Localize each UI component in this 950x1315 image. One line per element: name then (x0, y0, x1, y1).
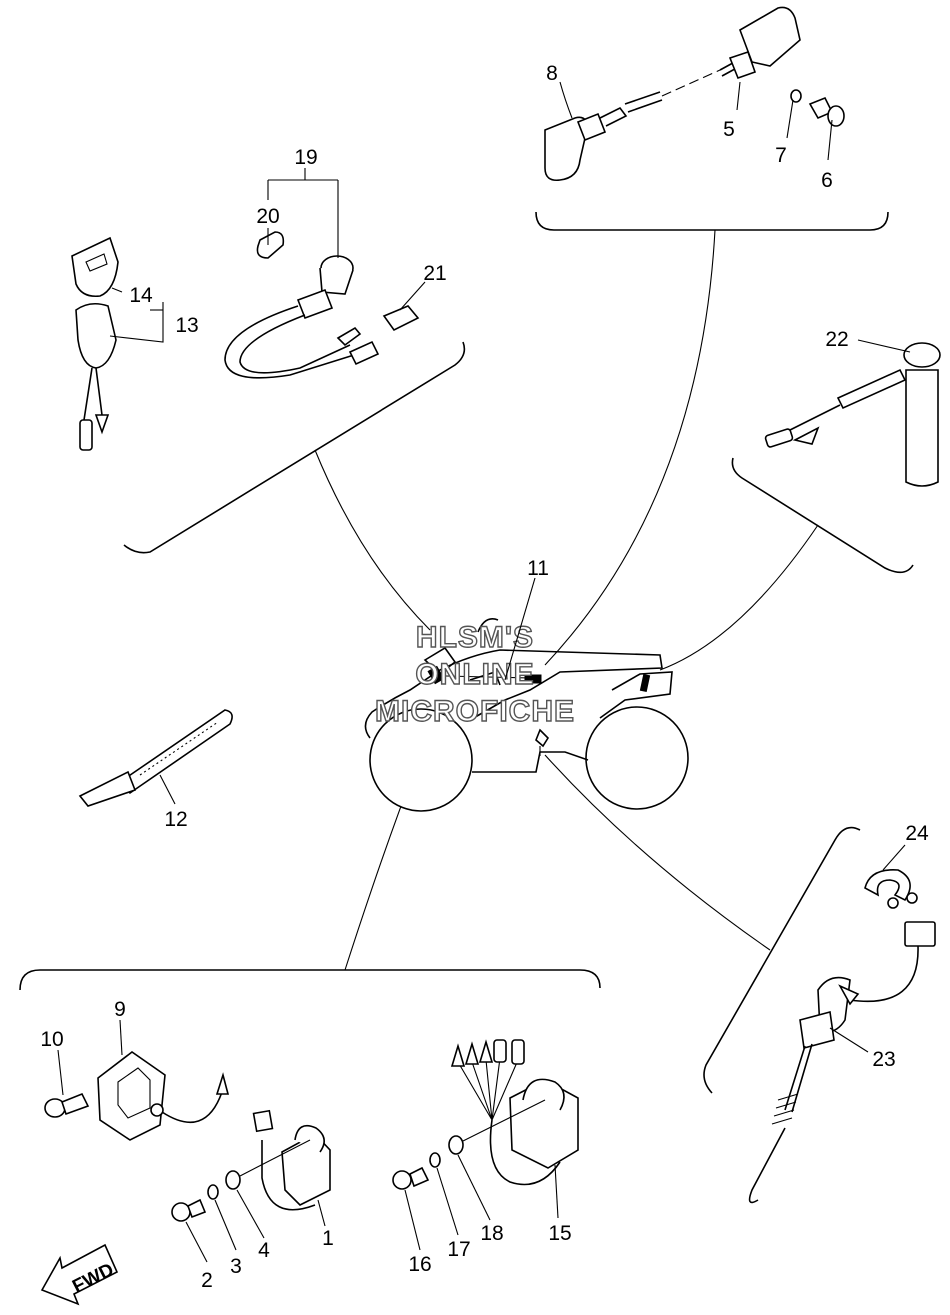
part-ignition-lead (224, 231, 420, 379)
callout-13: 13 (175, 314, 198, 337)
bracket-lower-right (703, 826, 861, 1094)
callout-23: 23 (872, 1048, 895, 1071)
callout-9: 9 (114, 998, 126, 1021)
callout-8: 8 (546, 62, 558, 85)
callout-14: 14 (129, 284, 153, 307)
callout-19: 19 (294, 146, 317, 169)
callout-11: 11 (527, 557, 549, 580)
part-throttle-cable-assembly (544, 6, 845, 182)
callout-18: 18 (480, 1222, 503, 1245)
part-cable-tie (78, 709, 233, 807)
part-cdi-unit (392, 1039, 579, 1190)
callout-7: 7 (775, 144, 787, 167)
leader-top-right (544, 229, 716, 666)
callout-2: 2 (201, 1269, 213, 1292)
part-brake-switch (748, 869, 936, 1204)
callout-22: 22 (825, 328, 848, 351)
part-ignition-coil (171, 1109, 331, 1222)
callout-labels: 1 2 3 4 5 6 7 8 9 10 11 12 13 14 15 16 1… (40, 62, 929, 1292)
callout-6: 6 (821, 169, 833, 192)
callout-leaders (57, 81, 911, 1263)
leader-lower-right (544, 754, 771, 951)
callout-21: 21 (423, 262, 446, 285)
bracket-upper-left (123, 341, 466, 554)
watermark-line-1: HLSM'S (416, 621, 534, 654)
watermark-line-3: MICROFICHE (375, 695, 575, 728)
leader-upper-left (314, 449, 431, 631)
callout-20: 20 (256, 205, 279, 228)
part-main-switch (71, 236, 119, 451)
callout-4: 4 (258, 1239, 270, 1262)
callout-15: 15 (548, 1222, 571, 1245)
callout-10: 10 (40, 1028, 63, 1051)
callout-17: 17 (447, 1238, 470, 1261)
part-cdi-bracket (44, 1051, 230, 1141)
callout-1: 1 (322, 1227, 334, 1250)
callout-16: 16 (408, 1253, 431, 1276)
part-sensor (764, 342, 941, 487)
callout-3: 3 (230, 1255, 242, 1278)
bracket-right (731, 457, 914, 574)
watermark-line-2: ONLINE (415, 658, 534, 691)
callout-12: 12 (164, 808, 187, 831)
bracket-top-right (535, 211, 889, 231)
bracket-bottom (19, 969, 601, 991)
leader-right (659, 524, 819, 671)
fwd-arrow-icon: FWD (40, 1243, 119, 1306)
callout-24: 24 (905, 822, 929, 845)
vehicle-outline (364, 618, 689, 812)
callout-5: 5 (723, 118, 735, 141)
